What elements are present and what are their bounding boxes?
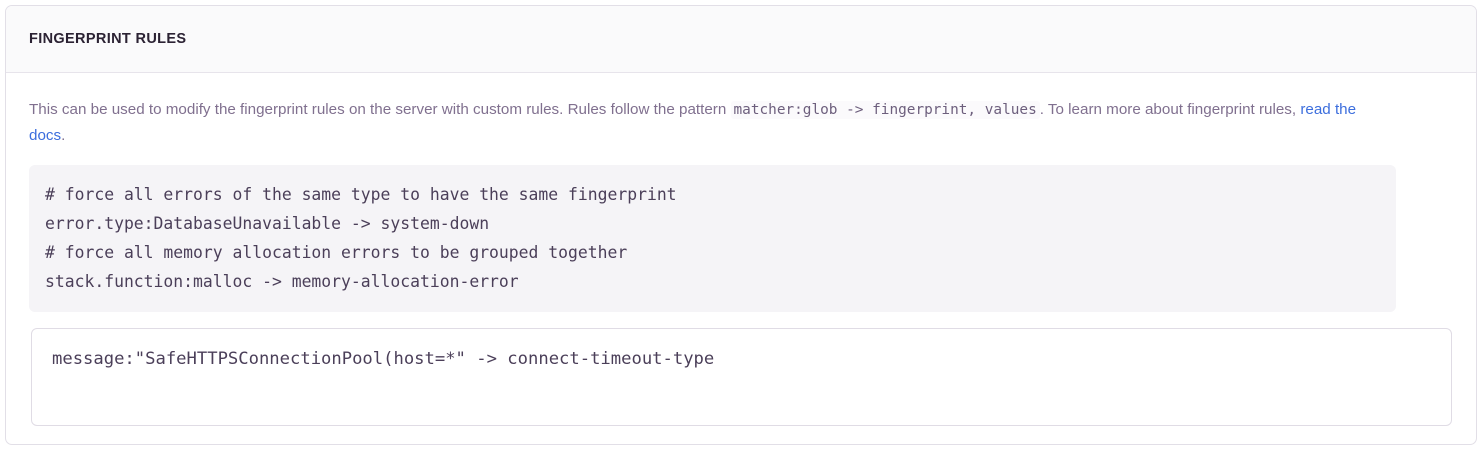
description-part-3: . [61, 127, 66, 144]
description-text: This can be used to modify the fingerpri… [29, 97, 1385, 149]
inline-code-pattern: matcher:glob -> fingerprint, values [730, 101, 1040, 119]
panel-body: This can be used to modify the fingerpri… [6, 73, 1476, 426]
description-part-1: This can be used to modify the fingerpri… [29, 101, 731, 118]
example-rules-code-block: # force all errors of the same type to h… [29, 165, 1396, 312]
page-title: FINGERPRINT RULES [29, 31, 187, 47]
fingerprint-rules-panel: FINGERPRINT RULES This can be used to mo… [5, 5, 1477, 445]
description-part-2: . To learn more about fingerprint rules, [1039, 101, 1301, 118]
panel-header: FINGERPRINT RULES [6, 6, 1476, 73]
read-the-docs-link[interactable]: read the docs [29, 101, 1357, 144]
fingerprint-rules-input[interactable] [31, 328, 1452, 426]
